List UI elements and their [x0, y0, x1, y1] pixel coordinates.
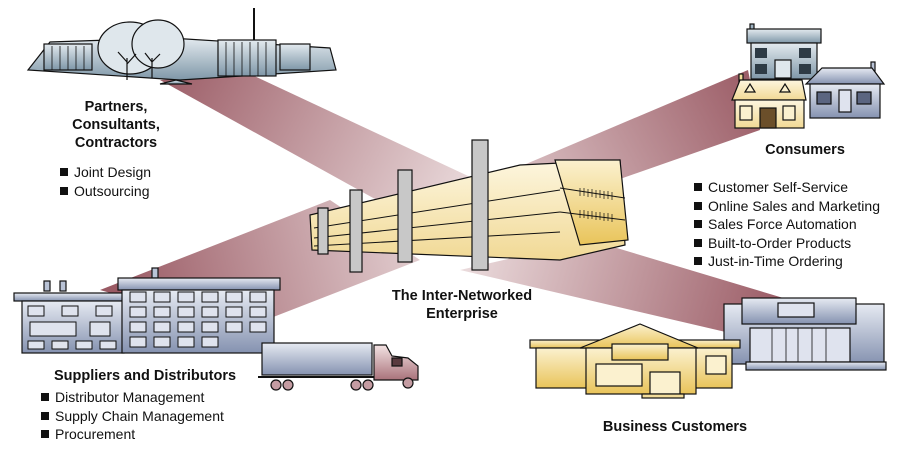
- bullet-icon: [60, 186, 68, 195]
- center-title: The Inter-Networked Enterprise: [391, 288, 533, 322]
- partners-list: Joint Design Outsourcing: [60, 163, 151, 200]
- list-item: Online Sales and Marketing: [694, 197, 880, 216]
- partners-title-line: Contractors: [74, 135, 158, 151]
- office-building-icon: [309, 139, 629, 273]
- houses-icon: [731, 23, 886, 129]
- list-item: Joint Design: [60, 163, 151, 182]
- storefronts-icon: [529, 297, 887, 399]
- list-item: Sales Force Automation: [694, 215, 880, 234]
- bullet-icon: [60, 168, 68, 176]
- suppliers-list: Distributor Management Supply Chain Mana…: [41, 388, 224, 444]
- bullet-icon: [694, 238, 702, 247]
- list-item: Distributor Management: [41, 388, 224, 407]
- list-item: Customer Self-Service: [694, 178, 880, 197]
- bullet-icon: [694, 220, 702, 228]
- list-item: Outsourcing: [60, 182, 151, 201]
- bullet-icon: [694, 257, 702, 265]
- bullet-icon: [41, 411, 49, 420]
- consumers-list: Customer Self-Service Online Sales and M…: [694, 178, 880, 271]
- factory-and-truck-icon: [13, 267, 419, 391]
- partners-title-line: Consultants,: [72, 117, 160, 133]
- bullet-icon: [694, 201, 702, 210]
- bullet-icon: [41, 430, 49, 438]
- list-item: Just-in-Time Ordering: [694, 252, 880, 271]
- beam-business: [460, 240, 790, 340]
- suppliers-title: Suppliers and Distributors: [53, 368, 237, 384]
- bullet-icon: [41, 393, 49, 401]
- list-item: Supply Chain Management: [41, 407, 224, 426]
- business-title: Business Customers: [602, 419, 748, 435]
- list-item: Procurement: [41, 425, 224, 444]
- partners-title-line: Partners,: [84, 99, 148, 115]
- corporate-campus-icon: [26, 8, 337, 85]
- bullet-icon: [694, 183, 702, 191]
- partners-title: Partners, Consultants, Contractors: [56, 98, 176, 152]
- consumers-title: Consumers: [765, 142, 845, 158]
- list-item: Built-to-Order Products: [694, 234, 880, 253]
